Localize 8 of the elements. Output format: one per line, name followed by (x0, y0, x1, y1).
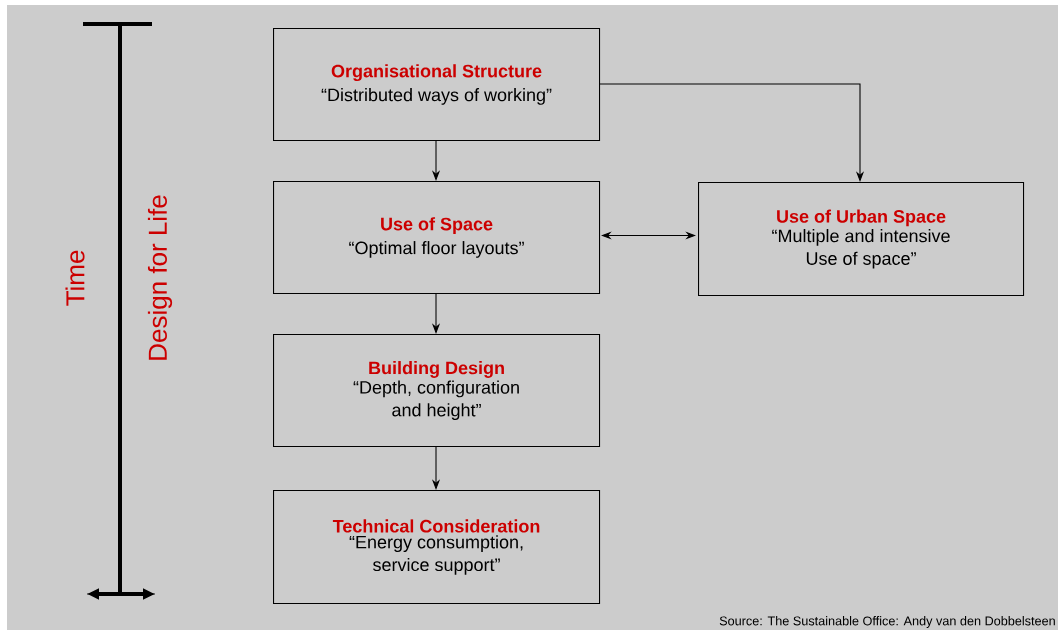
axis-label: Time (65, 250, 85, 306)
process-box: Building Design “Depth, configuration and height” (273, 334, 601, 448)
process-box: Organisational Structure “Distributed ways of working” (273, 28, 601, 142)
source-note: Source: The Sustainable Office: Andy van den Dobbelsteen (719, 616, 1055, 628)
process-box: Technical Consideration “Energy consumption, service support” (273, 490, 601, 605)
process-box: Use of Space “Optimal floor layouts” (273, 181, 601, 295)
axis-label: Design for Life (147, 195, 173, 360)
process-box: Use of Urban Space “Multiple and intensive Use of space” (698, 182, 1025, 297)
